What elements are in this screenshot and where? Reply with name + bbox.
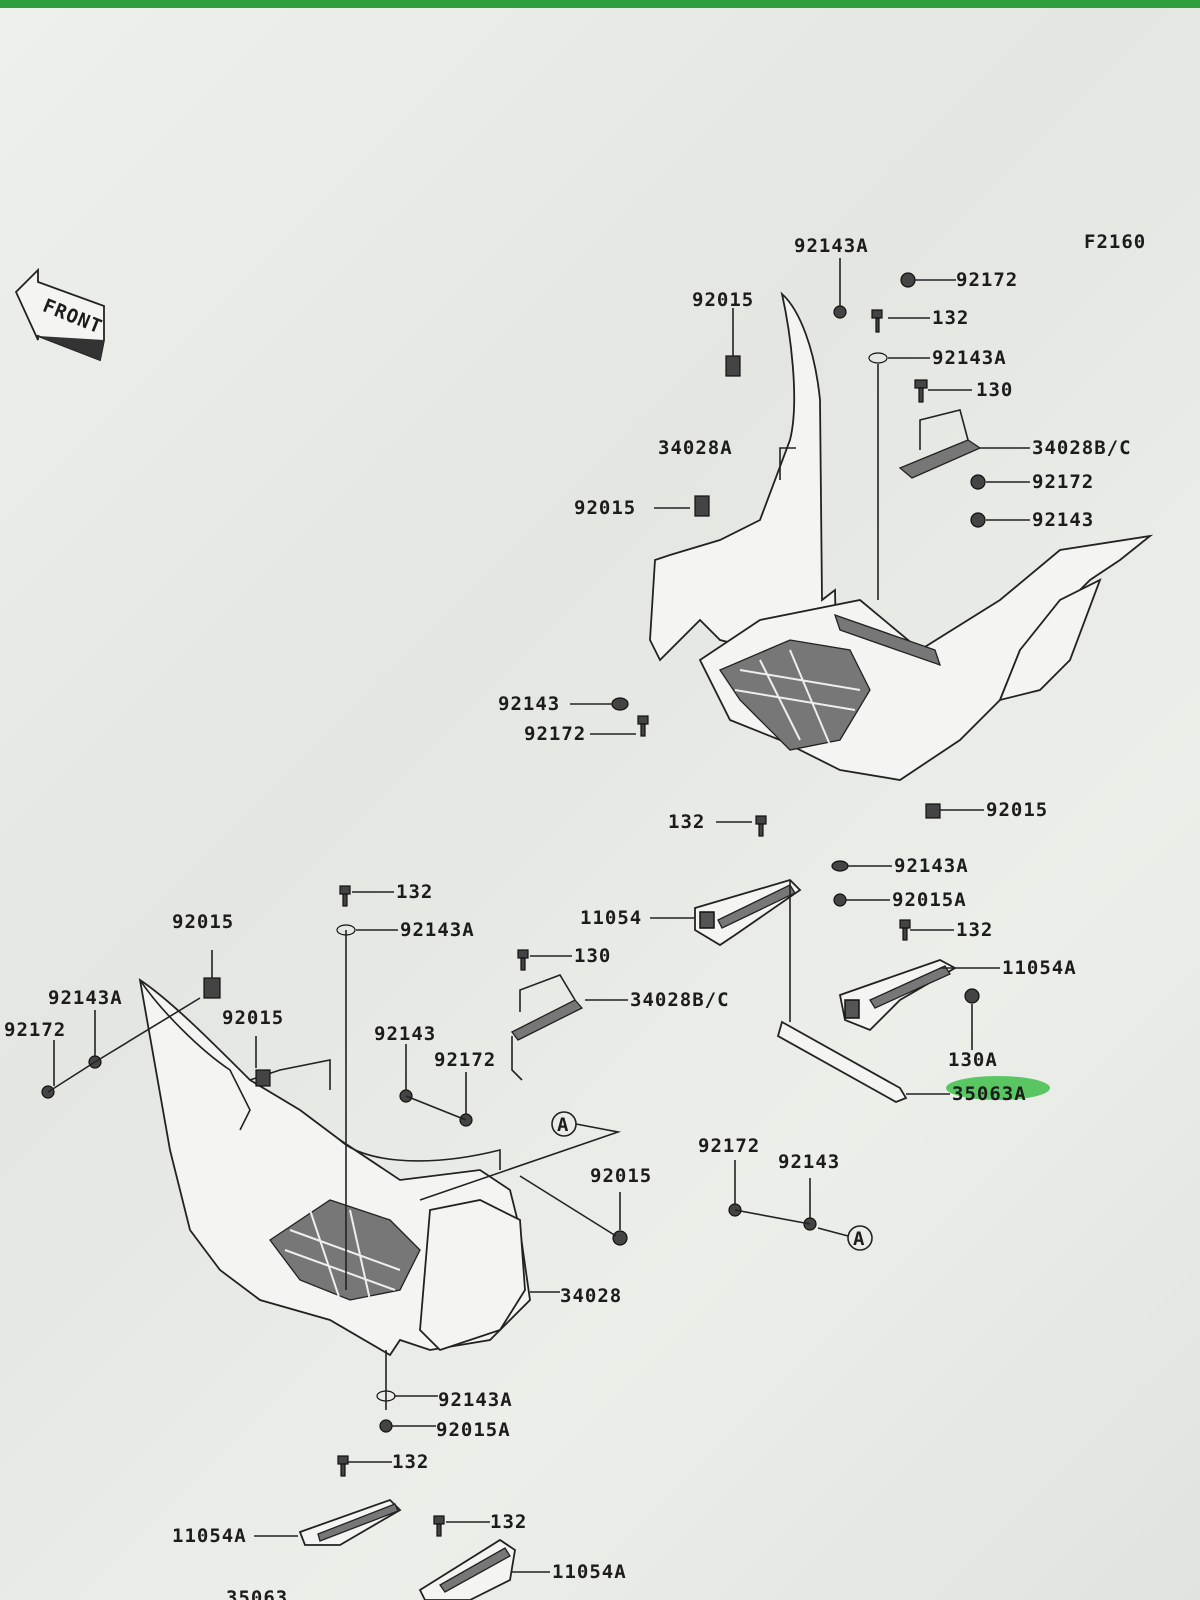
front-arrow-icon: FRONT: [14, 267, 105, 362]
callout-11054A: 11054A: [552, 1561, 627, 1583]
callout-92172: 92172: [524, 723, 586, 745]
callout-92143: 92143: [778, 1151, 840, 1173]
callout-132: 132: [396, 881, 433, 903]
callout-92143: 92143: [498, 693, 560, 715]
callout-92015A: 92015A: [892, 889, 967, 911]
callout-11054A: 11054A: [1002, 957, 1077, 979]
callout-34028BC: 34028B/C: [630, 989, 730, 1011]
callout-92143A: 92143A: [400, 919, 475, 941]
callout-132: 132: [956, 919, 993, 941]
callout-34028A: 34028A: [658, 437, 733, 459]
footrest-grid: [719, 639, 871, 751]
svg-text:A: A: [853, 1228, 865, 1250]
bracket-11054A-bottom-left: [298, 1498, 402, 1546]
callout-92172: 92172: [698, 1135, 760, 1157]
callout-92143A: 92143A: [438, 1389, 513, 1411]
callout-92143: 92143: [1032, 509, 1094, 531]
bracket-11054: [694, 878, 802, 947]
callout-35063-cut: 35063: [226, 1587, 288, 1600]
callout-92143: 92143: [374, 1023, 436, 1045]
callout-92143A: 92143A: [794, 235, 869, 257]
left-footboard-assembly: [138, 974, 584, 1357]
reference-mark-A-right: A: [847, 1225, 873, 1251]
callout-92172: 92172: [4, 1019, 66, 1041]
callout-130: 130: [976, 379, 1013, 401]
callout-labels: 92143A 92172 92015 132 92143A 130 34028A…: [4, 235, 1132, 1600]
callout-132: 132: [932, 307, 969, 329]
screen-top-bar: [0, 0, 1200, 8]
callout-132: 132: [490, 1511, 527, 1533]
callout-130: 130: [574, 945, 611, 967]
reference-mark-A-left: A: [419, 1111, 622, 1201]
figure-code: F2160: [1084, 231, 1146, 253]
callout-92015: 92015: [590, 1165, 652, 1187]
callout-92015: 92015: [986, 799, 1048, 821]
cover-34028BC-lower: [511, 999, 584, 1041]
callout-34028BC: 34028B/C: [1032, 437, 1132, 459]
callout-92172: 92172: [956, 269, 1018, 291]
callout-92015: 92015: [692, 289, 754, 311]
bracket-11054A-bottom: [418, 1538, 516, 1600]
callout-92015: 92015: [222, 1007, 284, 1029]
cover-34028BC-top: [898, 439, 982, 479]
footboard-flap: [998, 578, 1102, 702]
callout-92172: 92172: [1032, 471, 1094, 493]
callout-92172: 92172: [434, 1049, 496, 1071]
callout-132: 132: [392, 1451, 429, 1473]
right-footboard-assembly: [649, 291, 1154, 781]
callout-130A: 130A: [948, 1049, 998, 1071]
callout-35063A: 35063A: [952, 1083, 1027, 1105]
leader-lines: [47, 258, 1030, 1573]
bracket-11054A-right: [838, 959, 957, 1032]
highlight-mark: [946, 1076, 1050, 1100]
callout-92015A: 92015A: [436, 1419, 511, 1441]
callout-11054: 11054: [580, 907, 642, 929]
callout-34028: 34028: [560, 1285, 622, 1307]
callout-92015: 92015: [574, 497, 636, 519]
callout-92143A: 92143A: [48, 987, 123, 1009]
fender-34028A: [649, 291, 837, 662]
svg-text:A: A: [557, 1114, 569, 1136]
callout-92015: 92015: [172, 911, 234, 933]
callout-11054A: 11054A: [172, 1525, 247, 1547]
callout-92143A: 92143A: [894, 855, 969, 877]
stay-35063A: [776, 1020, 908, 1103]
callout-92143A: 92143A: [932, 347, 1007, 369]
callout-132: 132: [668, 811, 705, 833]
fastener-icons: [41, 272, 986, 1537]
